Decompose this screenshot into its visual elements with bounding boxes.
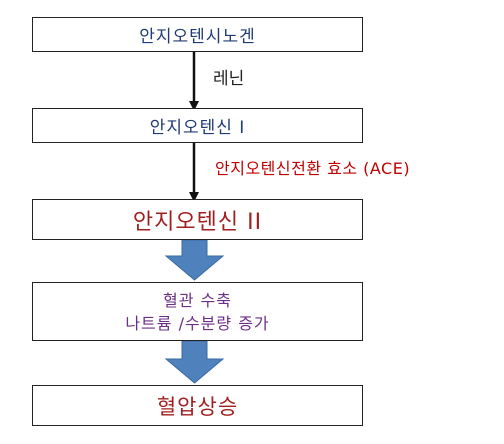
block-arrow-to-blood-pressure: [164, 340, 225, 384]
angiotensinogen-label: 안지오텐시노겐: [139, 27, 256, 47]
block-arrow-to-effects: [164, 239, 225, 281]
blood-pressure-box: 혈압상승: [32, 385, 363, 426]
angiotensin-1-label: 안지오텐신 I: [149, 118, 246, 138]
angiotensin-2-label: 안지오텐신 II: [132, 209, 263, 235]
blood-pressure-rise-label: 혈압상승: [156, 394, 239, 419]
angiotensin-2-box: 안지오텐신 II: [32, 199, 363, 240]
renin-label: 레닌: [213, 69, 245, 89]
vasoconstriction-label: 혈관 수축: [163, 290, 232, 310]
sodium-water-increase-label: 나트륨 /수분량 증가: [125, 313, 270, 333]
angiotensinogen-box: 안지오텐시노겐: [32, 17, 363, 52]
angiotensin-1-box: 안지오텐신 I: [32, 108, 363, 143]
ace-label: 안지오텐신전환 효소 (ACE): [215, 159, 411, 178]
effects-box: 혈관 수축 나트륨 /수분량 증가: [32, 282, 363, 341]
